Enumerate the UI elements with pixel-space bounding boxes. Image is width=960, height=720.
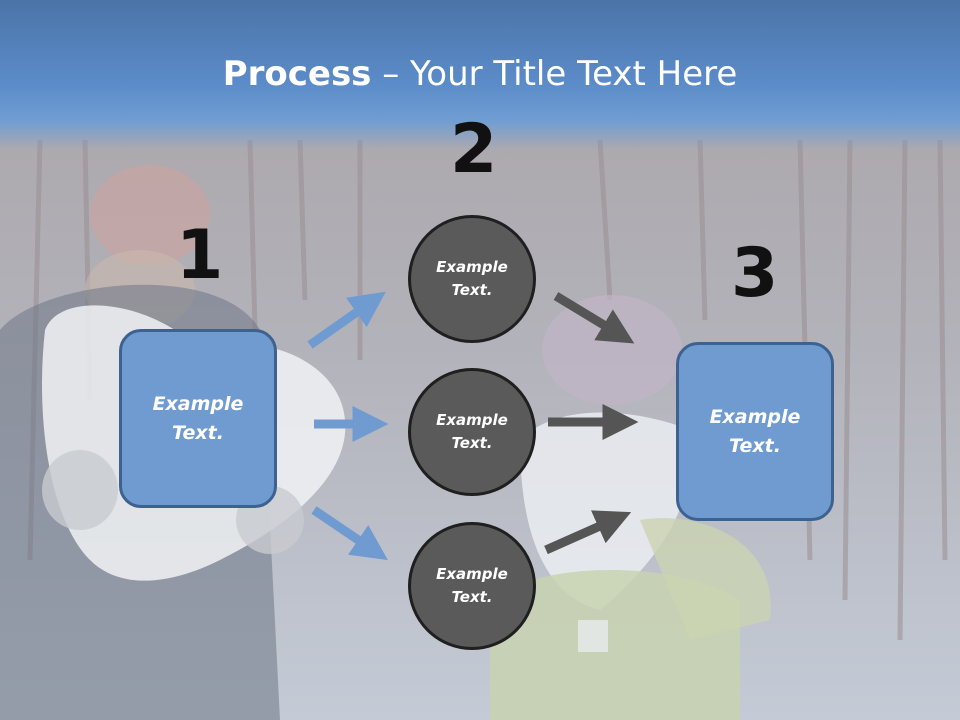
title-bold: Process (222, 54, 372, 94)
step-2-circle-top: Example Text. (408, 215, 536, 343)
step-1-box: Example Text. (119, 329, 277, 508)
arrow-bottom-to-3 (544, 510, 632, 555)
page-title: Process – Your Title Text Here (0, 54, 960, 94)
arrow-1-to-top (307, 291, 386, 349)
title-bar (0, 0, 960, 150)
arrow-top-to-3 (553, 292, 635, 344)
step-2-circle-bottom: Example Text. (408, 522, 536, 650)
arrow-1-to-bottom (311, 506, 388, 561)
step-number-2: 2 (450, 110, 498, 189)
step-2-circle-middle: Example Text. (408, 368, 536, 496)
step-3-box: Example Text. (676, 342, 834, 521)
step-number-3: 3 (731, 234, 779, 313)
step-number-1: 1 (176, 216, 224, 295)
title-rest: – Your Title Text Here (371, 54, 738, 94)
